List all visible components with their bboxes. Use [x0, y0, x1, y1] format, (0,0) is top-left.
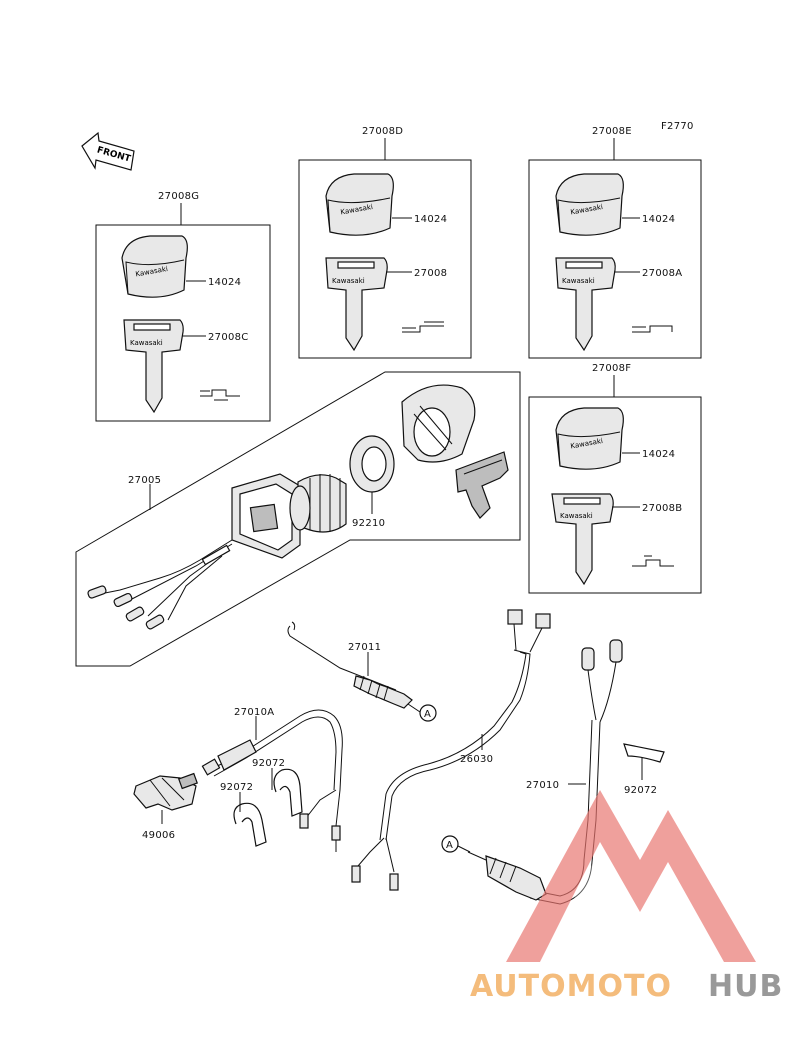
switch-wires-icon [87, 539, 233, 630]
key-kit-e: 27008E Kawasaki 14024 Kawasaki 27008A [528, 126, 702, 359]
watermark-automoto: AUTOMOTO [470, 969, 672, 1004]
key-knob-icon: Kawasaki [555, 407, 624, 470]
callout-14024-g: 14024 [208, 277, 241, 288]
callout-27010a: 27010A [234, 707, 274, 718]
callout-27008a: 27008A [642, 268, 682, 279]
cable-27010: 27010 A [441, 639, 623, 905]
callout-27008b: 27008B [642, 503, 682, 514]
watermark-hub: HUB [708, 969, 783, 1004]
cable-27010a: 27010A [201, 707, 343, 852]
key-blade-icon: Kawasaki [555, 257, 616, 352]
key-blade-icon [455, 451, 509, 519]
connector-icon: 49006 [133, 772, 198, 841]
callout-27008f: 27008F [592, 363, 631, 374]
callout-92210: 92210 [352, 518, 385, 529]
callout-27008d: 27008D [362, 126, 403, 137]
callout-92072-b: 92072 [220, 782, 253, 793]
key-profile-icon [402, 321, 444, 333]
callout-27008c: 27008C [208, 332, 249, 343]
nut-icon [349, 435, 395, 493]
callout-27008g: 27008G [158, 191, 199, 202]
harness-26030: 26030 [351, 609, 551, 891]
ref-a-label: A [424, 709, 431, 720]
ignition-switch-assembly: 27005 92210 [75, 371, 521, 667]
callout-92072-a: 92072 [252, 758, 285, 769]
svg-text:Kawasaki: Kawasaki [332, 277, 365, 285]
callout-27008: 27008 [414, 268, 447, 279]
cable-27011: 27011 A [287, 621, 437, 722]
ref-a-label: A [446, 840, 453, 851]
callout-92072-c: 92072 [624, 785, 657, 796]
key-knob-icon: Kawasaki [555, 173, 624, 236]
key-blade-icon: Kawasaki [551, 493, 614, 586]
callout-27008e: 27008E [592, 126, 632, 137]
key-knob-icon: Kawasaki [325, 173, 394, 236]
bezel-housing-icon [401, 384, 476, 463]
key-blade-icon: Kawasaki [325, 257, 388, 352]
key-kit-f: 27008F Kawasaki 14024 Kawasaki 27008B [528, 363, 702, 594]
clamp-icon: 92072 [623, 743, 665, 796]
clamp-icon: 92072 [252, 758, 303, 817]
callout-27005: 27005 [128, 475, 161, 486]
callout-49006: 49006 [142, 830, 175, 841]
key-profile-icon [632, 325, 673, 333]
svg-text:Kawasaki: Kawasaki [560, 512, 593, 520]
key-profile-icon [632, 555, 674, 567]
key-kit-d: 27008D Kawasaki 14024 Kawasaki 27008 [298, 126, 472, 359]
ref-a-circle [419, 704, 437, 722]
figure-code: F2770 [661, 121, 694, 132]
switch-body-icon [231, 473, 347, 559]
callout-27011: 27011 [348, 642, 381, 653]
callout-26030: 26030 [460, 754, 493, 765]
key-profile-icon [200, 389, 240, 401]
key-kit-g: 27008G Kawasaki 14024 Kawasaki 27008C [95, 191, 271, 422]
clamp-icon: 92072 [220, 782, 267, 847]
key-knob-icon: Kawasaki [121, 235, 188, 298]
front-arrow-icon: FRONT [81, 131, 135, 171]
callout-14024-f: 14024 [642, 449, 675, 460]
callout-27010: 27010 [526, 780, 559, 791]
svg-text:Kawasaki: Kawasaki [130, 339, 163, 347]
callout-14024-d: 14024 [414, 214, 447, 225]
svg-text:Kawasaki: Kawasaki [562, 277, 595, 285]
ref-a-circle [441, 835, 459, 853]
automotohub-watermark: AUTOMOTO HUB [470, 790, 783, 1004]
key-blade-icon: Kawasaki [123, 319, 184, 414]
callout-14024-e: 14024 [642, 214, 675, 225]
